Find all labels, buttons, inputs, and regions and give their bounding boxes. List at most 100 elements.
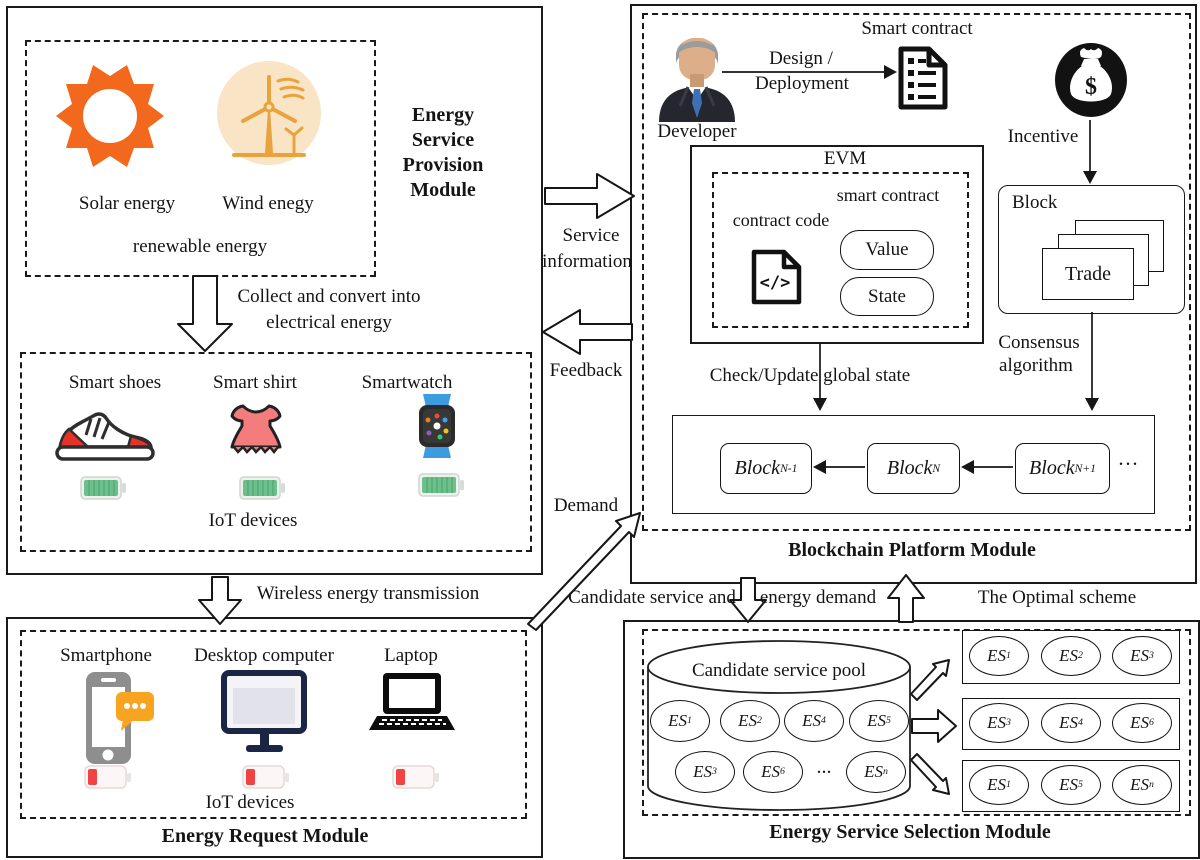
battery-low-icon [84, 765, 131, 789]
provision-module-title-line1: Energy [411, 104, 475, 126]
design-label-line1: Design / [769, 48, 833, 69]
dress-icon [230, 404, 282, 454]
smart-contract-label: Smart contract [861, 18, 973, 39]
optimal-scheme-label: The Optimal scheme [977, 587, 1137, 608]
iot-devices-label-top: IoT devices [208, 510, 298, 531]
energy-request-module-box [6, 617, 543, 858]
desktop-computer-icon [221, 670, 307, 752]
battery-full-icon [418, 473, 464, 497]
renewable-energy-label: renewable energy [132, 236, 268, 257]
pool-ellipsis: ... [816, 756, 832, 778]
smartwatch-label: Smartwatch [361, 372, 453, 393]
laptop-icon [369, 673, 455, 730]
evm-title: EVM [823, 148, 867, 169]
wireless-transmission-label: Wireless energy transmission [256, 583, 480, 604]
smartphone-label: Smartphone [60, 645, 152, 666]
feedback-arrow [542, 309, 633, 355]
pool-middle-arrow [911, 709, 957, 743]
developer-label: Developer [657, 121, 737, 142]
energy-demand-label: energy demand [759, 587, 877, 608]
design-label-line2: Deployment [755, 73, 849, 94]
pool-lower-arrow [910, 753, 950, 795]
state-label: State [868, 285, 906, 307]
optimal-scheme-arrow [887, 574, 925, 623]
block-box-label: Block [1012, 192, 1058, 213]
sun-icon [56, 65, 164, 167]
chain-ellipsis: ··· [1117, 452, 1139, 476]
candidate-service-pool-label: Candidate service pool [691, 660, 867, 681]
candidate-service-label: Candidate service and [568, 587, 736, 608]
evm-smart-contract-box [712, 172, 969, 328]
evm-box [690, 145, 984, 344]
feedback-label: Feedback [549, 360, 623, 381]
blockchain-inner-dashed-box [642, 13, 1191, 531]
service-information-arrow [544, 173, 635, 219]
code-file-icon: </> [751, 249, 802, 305]
laptop-label: Laptop [384, 645, 438, 666]
developer-icon [659, 38, 735, 122]
provision-module-title-line4: Module [410, 179, 476, 201]
trade-card-front: Trade [1042, 248, 1134, 300]
iot-wearables-box [20, 352, 532, 552]
iot-devices-label-bottom: IoT devices [205, 792, 295, 813]
wireless-arrow [198, 576, 242, 625]
wind-turbine-icon [217, 61, 321, 165]
smart-shirt-label: Smart shirt [213, 372, 297, 393]
dollar-glyph: $ [1085, 74, 1097, 100]
code-glyph: </> [760, 273, 791, 293]
value-pill: Value [840, 230, 934, 270]
smartwatch-icon [419, 394, 455, 458]
collect-label-line1: Collect and convert into [237, 286, 421, 307]
blockchain-chain-box [672, 415, 1155, 514]
energy-request-module-title: Energy Request Module [161, 825, 369, 847]
blockchain-platform-module-title: Blockchain Platform Module [788, 539, 1036, 561]
demand-arrow [527, 512, 641, 631]
smartphone-icon [86, 672, 154, 764]
consensus-label-line2: algorithm [999, 355, 1073, 376]
service-information-label-line1: Service [562, 225, 620, 246]
incentive-label: Incentive [1007, 126, 1079, 147]
money-bag-icon: $ [1055, 43, 1127, 117]
battery-full-icon [239, 476, 285, 500]
provision-module-title-line2: Service [411, 129, 475, 151]
selection-inner-dashed-box [642, 629, 1191, 816]
contract-document-icon [898, 46, 948, 110]
evm-smart-contract-label: smart contract [836, 185, 940, 205]
energy-service-selection-module-title: Energy Service Selection Module [769, 821, 1051, 843]
sneaker-icon [55, 412, 155, 461]
demand-label: Demand [553, 495, 619, 516]
solar-energy-label: Solar energy [78, 193, 176, 214]
check-update-label: Check/Update global state [709, 365, 911, 386]
value-label: Value [865, 239, 909, 260]
smart-shoes-label: Smart shoes [68, 372, 162, 393]
consensus-label-line1: Consensus [998, 332, 1080, 353]
service-information-label-line2: information [542, 251, 632, 272]
battery-low-icon [242, 765, 289, 789]
provision-module-title-line3: Provision [402, 154, 484, 176]
candidate-demand-arrow [729, 577, 767, 623]
state-pill: State [840, 277, 934, 316]
trade-label: Trade [1065, 262, 1111, 285]
battery-low-icon [392, 765, 439, 789]
pool-upper-arrow [910, 659, 950, 701]
battery-full-icon [80, 476, 126, 500]
collect-arrow [177, 275, 233, 352]
